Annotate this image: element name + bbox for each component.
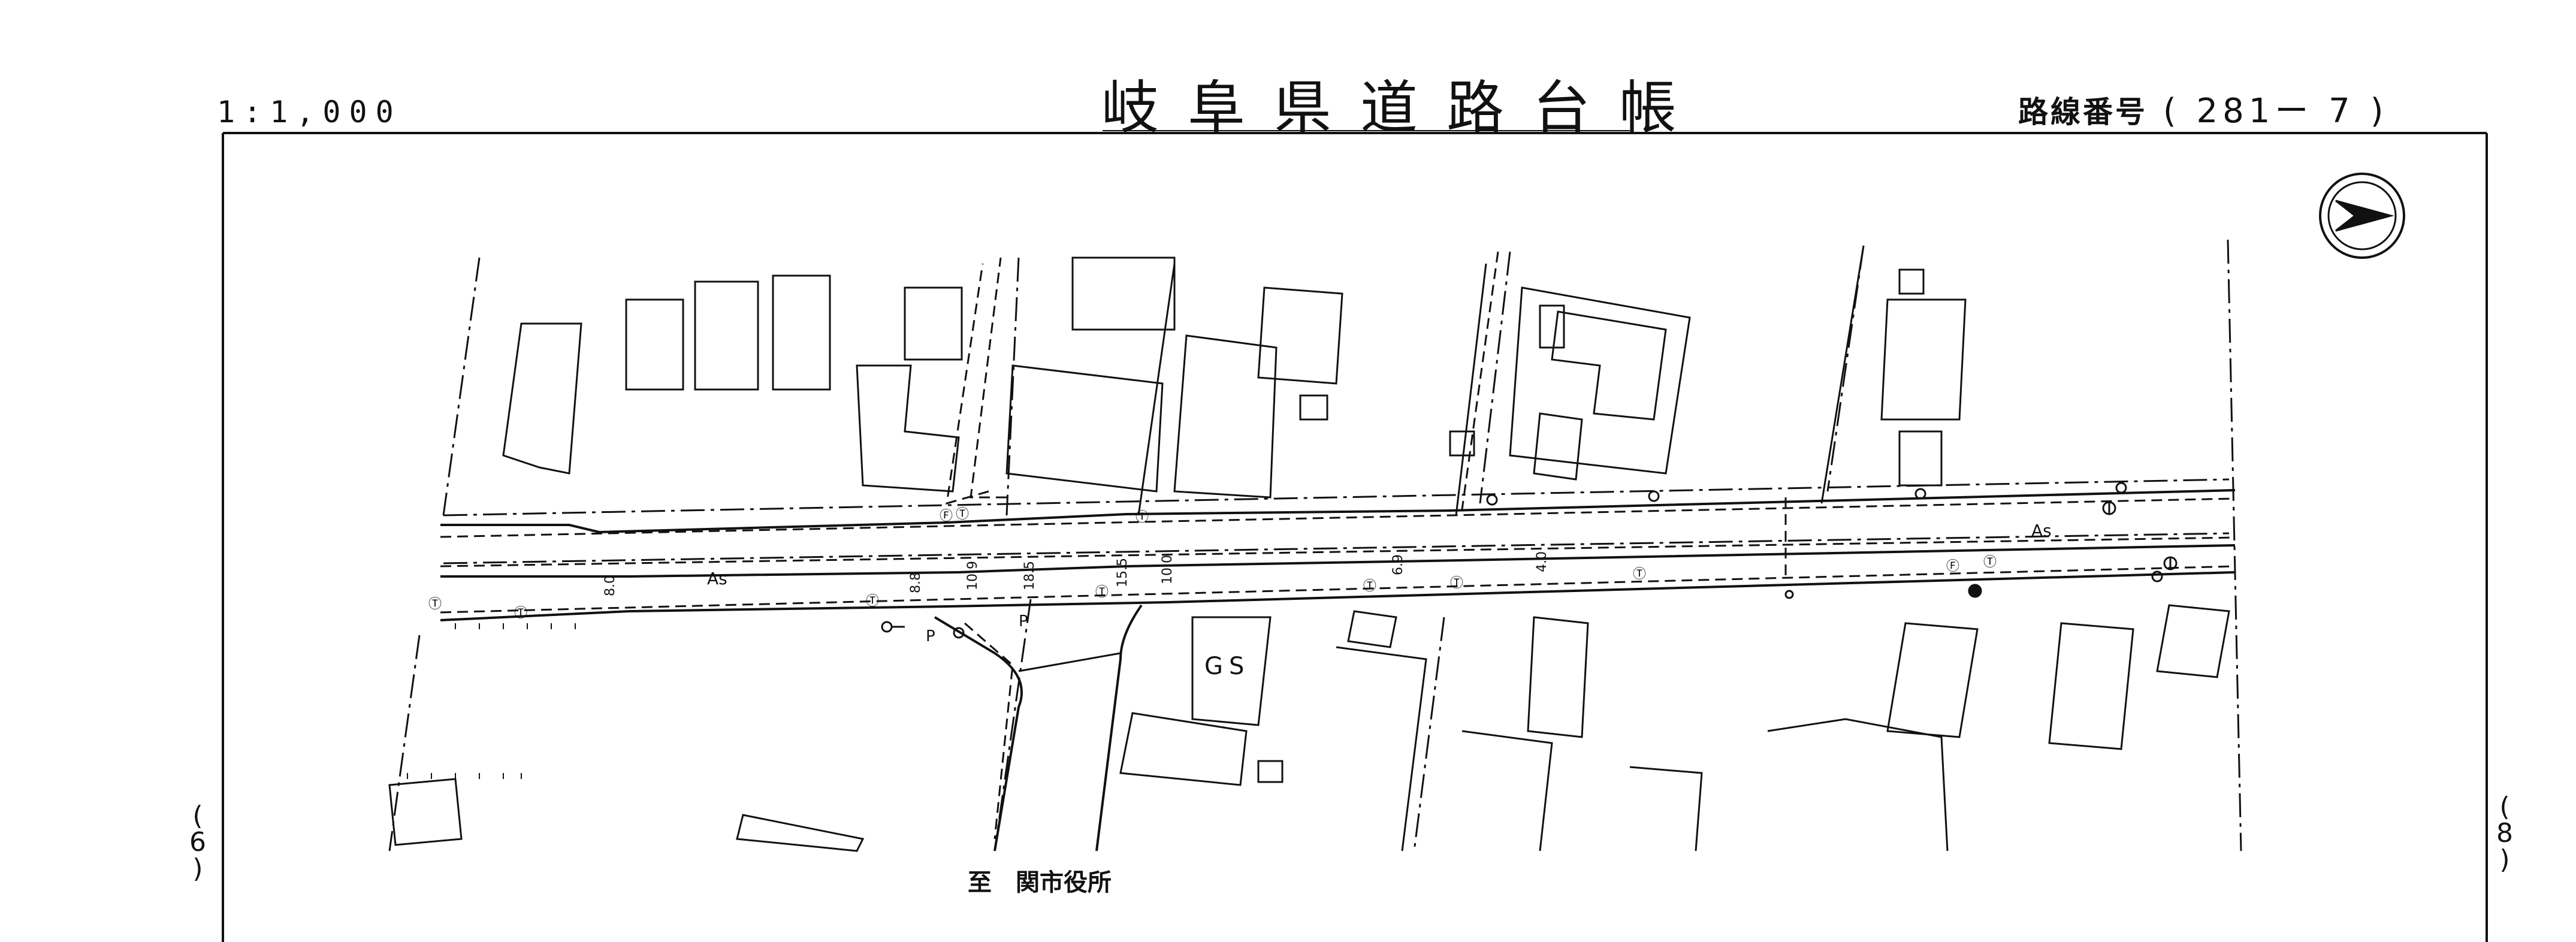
fire-hydrant-icon: Ⓕ — [1946, 559, 1959, 574]
gas-station-label: GS — [1204, 653, 1250, 680]
parking-label: P — [926, 627, 935, 645]
map-scale: 1:1,000 — [217, 95, 402, 129]
route-number: 路線番号 ( 281ー 7 ) — [2018, 84, 2388, 132]
telephone-pole-icon: Ⓣ — [1136, 510, 1149, 525]
station-labels: 8.0 8.8 10.9 18.5 15.5 10.0 6.9 4.0 — [603, 551, 1550, 596]
road-edge-ticks — [407, 623, 576, 779]
adjacent-sheet-left-open: ( — [192, 801, 203, 831]
route-number-label: 路線番号 — [2018, 95, 2148, 129]
telephone-pole-icon: Ⓣ — [428, 597, 442, 612]
telephone-pole-icon: Ⓣ — [1363, 579, 1376, 594]
north-arrow-icon — [2319, 173, 2405, 259]
surface-label: As — [2031, 521, 2052, 541]
side-street — [934, 245, 1865, 852]
adjacent-sheet-left-close: ) — [192, 853, 203, 884]
adjacent-sheet-left-number: 6 — [189, 827, 206, 858]
svg-text:8.0: 8.0 — [603, 575, 618, 596]
telephone-pole-icon: Ⓣ — [866, 594, 879, 609]
buildings-south — [388, 604, 2230, 852]
svg-text:6.9: 6.9 — [1391, 554, 1406, 575]
street-light-markers — [881, 482, 2178, 639]
adjacent-sheet-right-close: ) — [2499, 844, 2510, 875]
route-number-value: ( 281ー 7 ) — [2163, 92, 2388, 131]
svg-text:15.5: 15.5 — [1115, 558, 1130, 587]
destination-label: 至 関市役所 — [968, 869, 1112, 896]
adjacent-sheet-right: ( 8 ) — [2487, 794, 2523, 873]
main-road — [440, 489, 2236, 621]
buildings-north — [502, 256, 1967, 499]
telephone-pole-icon: Ⓣ — [514, 606, 527, 621]
adjacent-sheet-left: ( 6 ) — [180, 803, 216, 882]
adjacent-sheet-right-open: ( — [2499, 792, 2510, 822]
utility-symbols: Ⓣ Ⓣ Ⓣ Ⓣ Ⓣ Ⓣ Ⓣ Ⓣ Ⓣ Ⓣ Ⓕ Ⓕ — [428, 507, 1997, 621]
telephone-pole-icon: Ⓣ — [1450, 576, 1463, 591]
svg-text:18.5: 18.5 — [1022, 561, 1037, 590]
telephone-pole-icon: Ⓣ — [1633, 567, 1646, 582]
adjacent-sheet-right-number: 8 — [2496, 818, 2513, 849]
surface-label: As — [707, 569, 727, 588]
svg-text:4.0: 4.0 — [1535, 551, 1550, 572]
telephone-pole-icon: Ⓣ — [1983, 555, 1997, 570]
parking-label: P — [1019, 612, 1028, 630]
telephone-pole-icon: Ⓣ — [956, 507, 969, 522]
svg-text:10.0: 10.0 — [1160, 555, 1175, 584]
svg-text:10.9: 10.9 — [965, 561, 980, 590]
svg-text:8.8: 8.8 — [908, 572, 923, 593]
fire-hydrant-icon: Ⓕ — [940, 509, 953, 524]
telephone-pole-icon: Ⓣ — [1095, 585, 1109, 600]
